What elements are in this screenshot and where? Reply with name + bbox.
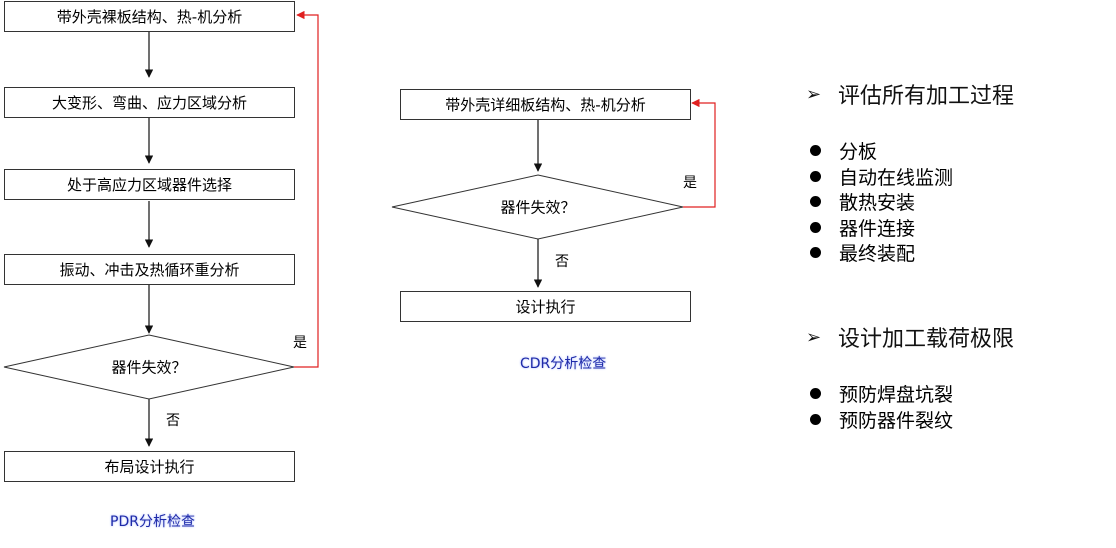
cdr-caption: CDR分析检查	[520, 356, 607, 372]
list-item-label: 分板	[839, 141, 878, 163]
section2-title: 设计加工载荷极限	[838, 327, 1015, 352]
pdr-no-label: 否	[166, 413, 180, 429]
pdr-step-4: 振动、冲击及热循环重分析	[4, 254, 295, 285]
list-item: 预防焊盘坑裂	[806, 380, 953, 407]
bullet-dot-icon	[810, 145, 821, 156]
pdr-decision-text: 器件失效？	[111, 358, 187, 377]
section1-title: 评估所有加工过程	[838, 84, 1015, 109]
pdr-decision-diamond	[3, 334, 295, 400]
bullet-dot-icon	[810, 171, 821, 182]
list-item: 器件连接	[806, 214, 915, 241]
pdr-final-step: 布局设计执行	[4, 451, 295, 482]
list-item: 分板	[806, 137, 877, 164]
pdr-step-2: 大变形、弯曲、应力区域分析	[4, 87, 295, 118]
cdr-decision-text: 器件失效？	[500, 198, 576, 217]
list-item: 散热安装	[806, 188, 915, 215]
list-item-label: 预防焊盘坑裂	[839, 384, 954, 406]
list-item-label: 预防器件裂纹	[839, 410, 954, 432]
arrowhead-bullet-icon: ➢	[806, 83, 822, 105]
section2-heading: ➢ 设计加工载荷极限	[806, 321, 1014, 353]
list-item-label: 散热安装	[839, 192, 916, 214]
bullet-dot-icon	[810, 388, 821, 399]
list-item: 预防器件裂纹	[806, 406, 953, 433]
arrowhead-bullet-icon: ➢	[806, 326, 822, 348]
cdr-final-step: 设计执行	[400, 291, 691, 322]
list-item-label: 自动在线监测	[839, 167, 954, 189]
bullet-dot-icon	[810, 196, 821, 207]
section1-heading: ➢ 评估所有加工过程	[806, 78, 1014, 110]
bullet-dot-icon	[810, 222, 821, 233]
pdr-step-3: 处于高应力区域器件选择	[4, 169, 295, 200]
cdr-step-1: 带外壳详细板结构、热-机分析	[400, 89, 691, 120]
list-item-label: 器件连接	[839, 218, 916, 240]
pdr-yes-label: 是	[293, 335, 307, 351]
cdr-no-label: 否	[555, 254, 569, 270]
pdr-feedback-arrow	[294, 10, 319, 368]
pdr-caption: PDR分析检查	[110, 514, 195, 530]
list-item: 最终装配	[806, 239, 915, 266]
list-item-label: 最终装配	[839, 243, 916, 265]
cdr-feedback-arrow	[683, 98, 716, 208]
pdr-step-1: 带外壳裸板结构、热-机分析	[4, 1, 295, 32]
list-item: 自动在线监测	[806, 163, 953, 190]
bullet-dot-icon	[810, 247, 821, 258]
bullet-dot-icon	[810, 414, 821, 425]
cdr-yes-label: 是	[683, 175, 697, 191]
